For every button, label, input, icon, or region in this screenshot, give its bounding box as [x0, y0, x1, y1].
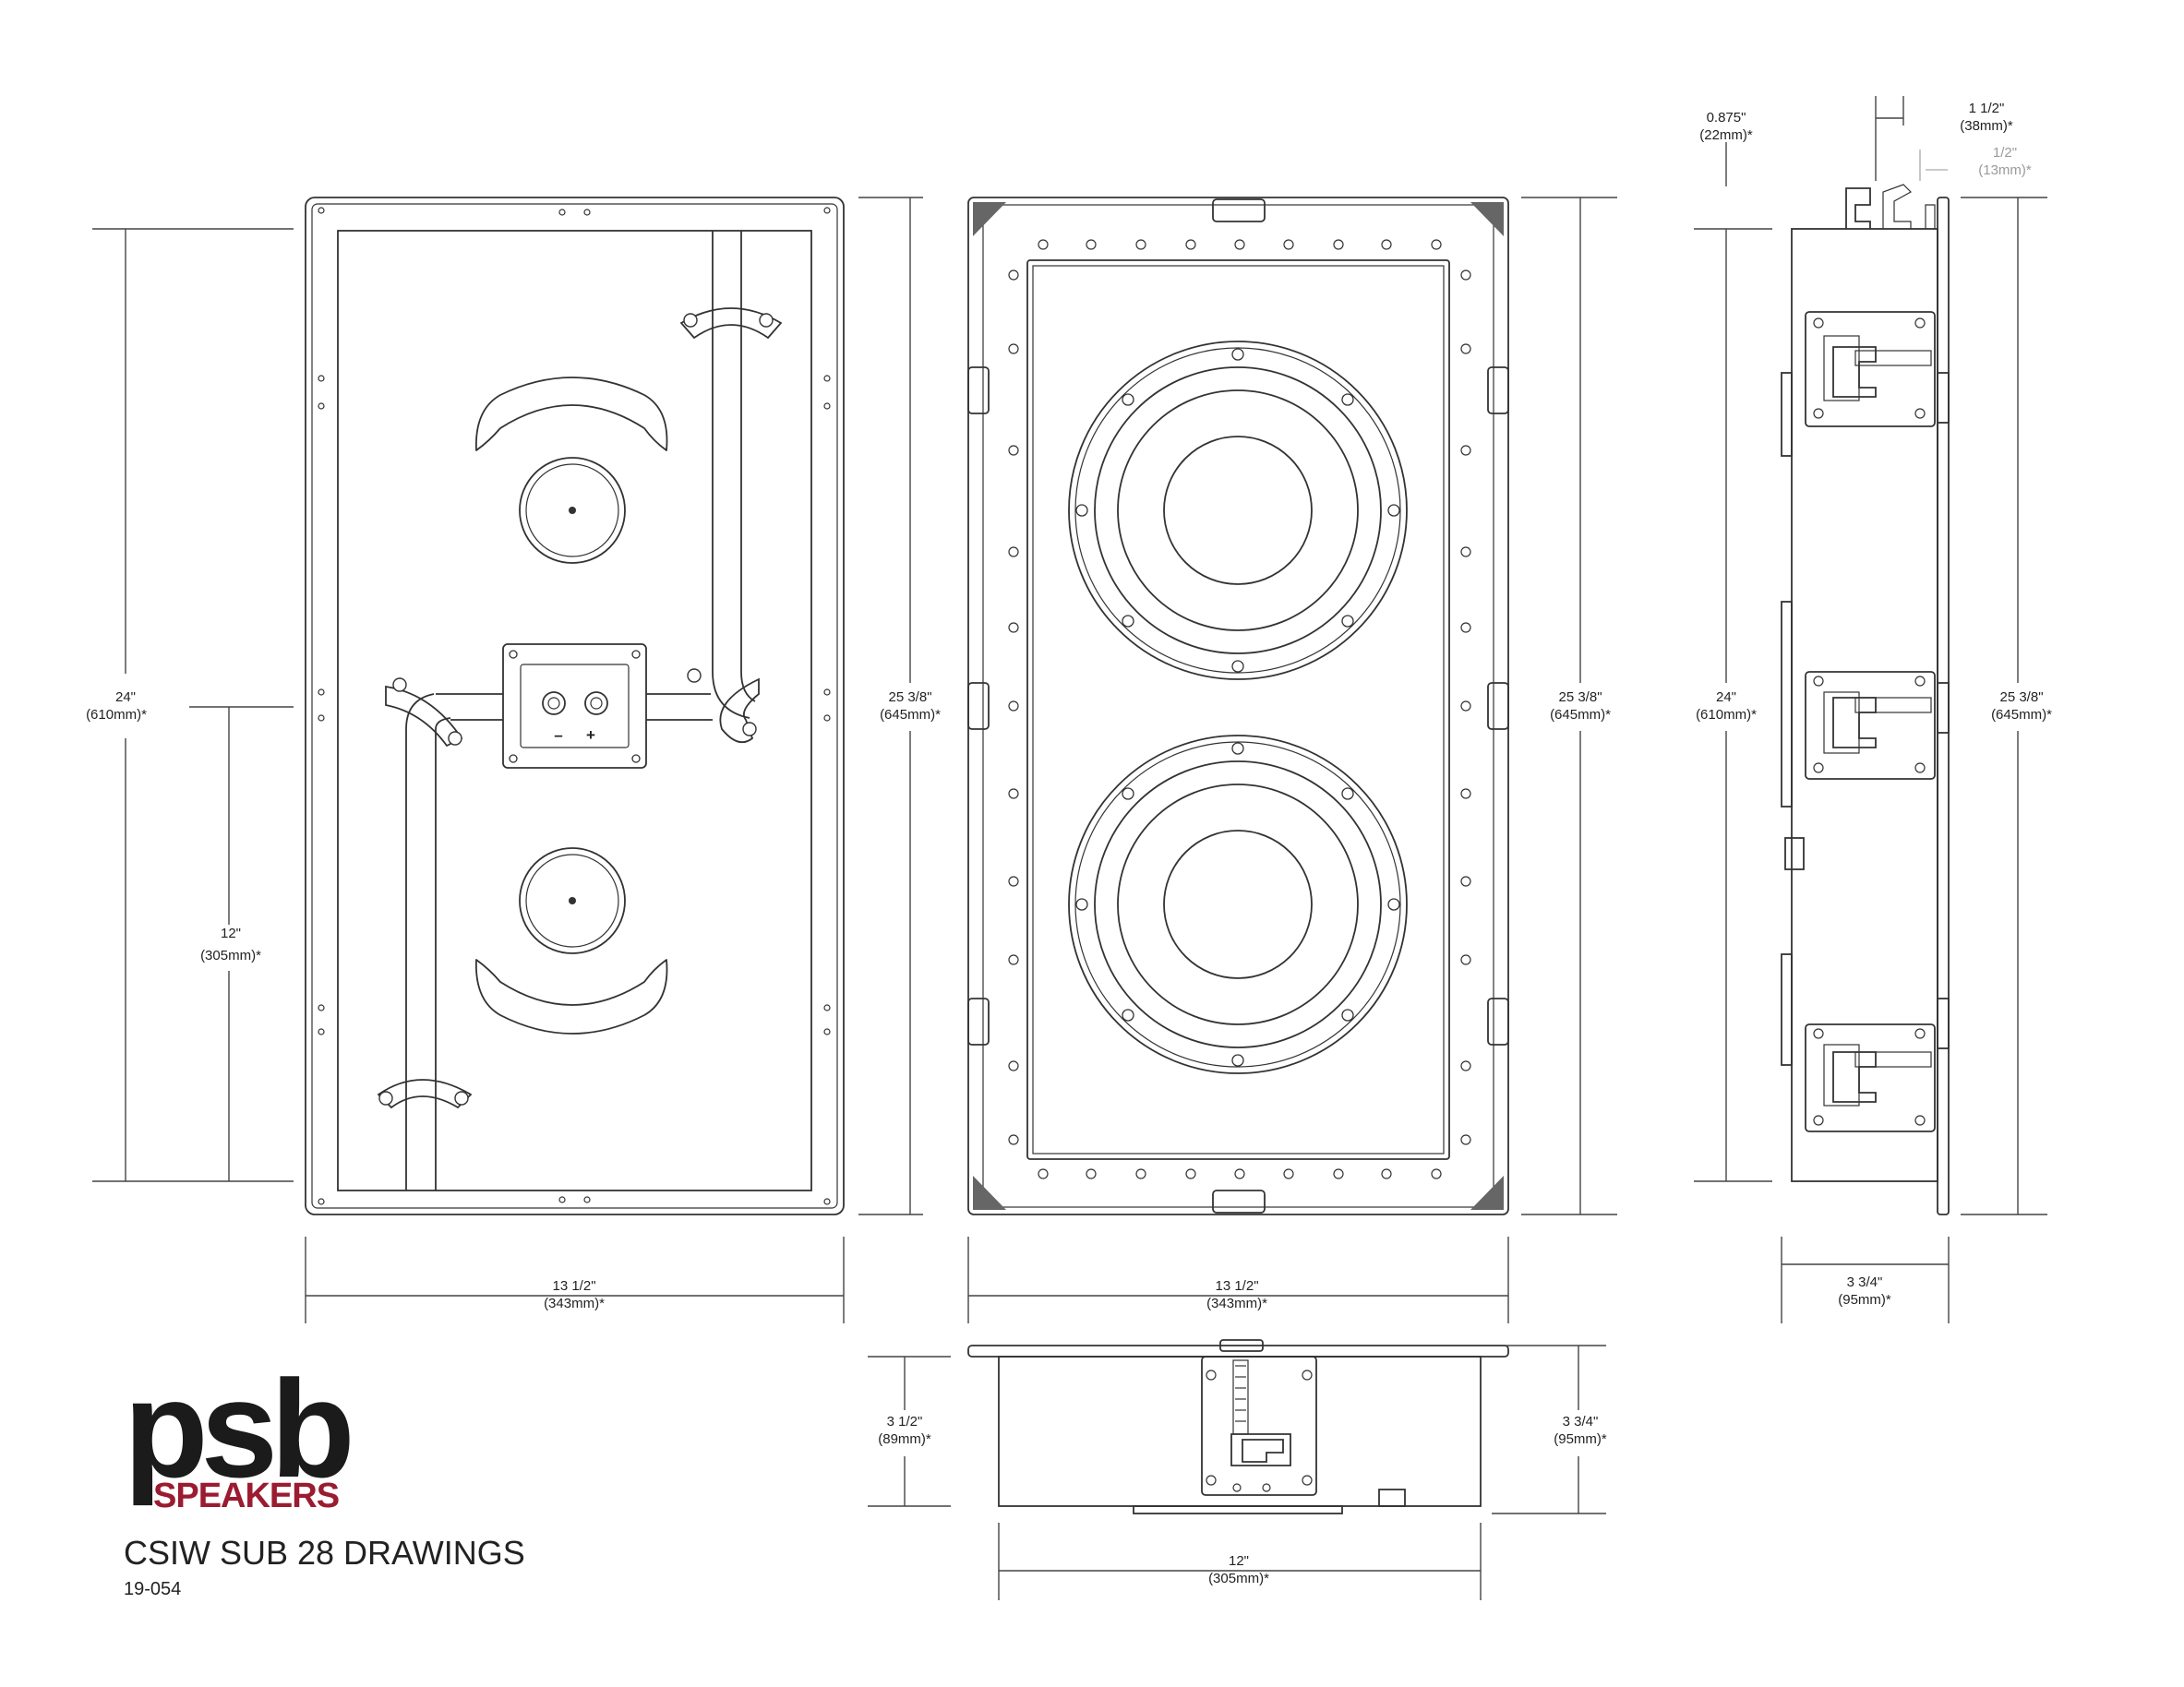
front-view — [967, 197, 1509, 1215]
front-height-left-inch: 25 3/8" — [888, 689, 931, 705]
front-view-dimensions — [858, 197, 1617, 1323]
psb-logo-word: psb — [124, 1351, 350, 1506]
drawing-title: CSIW SUB 28 DRAWINGS — [124, 1534, 525, 1572]
side-top-right-inch: 1 1/2" — [1969, 101, 2005, 116]
rear-width-mm: (343mm)* — [544, 1296, 605, 1311]
rear-terminal-height-mm: (305mm)* — [200, 948, 261, 963]
side-top-right-gray-mm: (13mm)* — [1978, 162, 2032, 178]
side-bracket-upper — [1805, 311, 1936, 427]
side-top-left-mm: (22mm)* — [1699, 127, 1753, 143]
bottom-depth-right-mm: (95mm)* — [1554, 1431, 1607, 1447]
terminal-positive-label: + — [586, 726, 595, 744]
side-bracket-middle — [1805, 671, 1936, 780]
side-top-right-mm: (38mm)* — [1960, 118, 2013, 134]
front-width-inch: 13 1/2" — [1215, 1278, 1258, 1294]
front-height-right-inch: 25 3/8" — [1558, 689, 1602, 705]
side-top-right-gray-inch: 1/2" — [1993, 145, 2017, 161]
side-height-left-inch: 24" — [1716, 689, 1736, 705]
document-number: 19-054 — [124, 1579, 181, 1599]
side-height-right-mm: (645mm)* — [1991, 707, 2052, 723]
rear-width-inch: 13 1/2" — [552, 1278, 595, 1294]
rear-terminal-height-inch: 12" — [221, 926, 241, 941]
rear-height-inch: 24" — [115, 689, 136, 705]
front-height-left-mm: (645mm)* — [880, 707, 941, 723]
psb-logo-speakers: SPEAKERS — [153, 1477, 339, 1515]
side-depth-inch: 3 3/4" — [1847, 1274, 1883, 1290]
side-height-right-inch: 25 3/8" — [1999, 689, 2043, 705]
bottom-width-mm: (305mm)* — [1208, 1571, 1269, 1586]
rear-view: – + — [305, 197, 845, 1215]
side-height-left-mm: (610mm)* — [1696, 707, 1757, 723]
side-top-left-inch: 0.875" — [1707, 110, 1746, 126]
bottom-depth-right-inch: 3 3/4" — [1563, 1414, 1599, 1430]
bottom-view — [967, 1339, 1509, 1514]
front-width-mm: (343mm)* — [1206, 1296, 1267, 1311]
bottom-view-dimensions — [868, 1345, 1606, 1600]
side-view-dimensions — [1694, 96, 2047, 1323]
bottom-depth-left-inch: 3 1/2" — [887, 1414, 923, 1430]
side-bracket-lower — [1805, 1023, 1936, 1132]
bottom-width-inch: 12" — [1229, 1553, 1249, 1569]
side-view — [1781, 184, 1950, 1215]
front-height-right-mm: (645mm)* — [1550, 707, 1611, 723]
rear-height-mm: (610mm)* — [86, 707, 147, 723]
bottom-depth-left-mm: (89mm)* — [878, 1431, 931, 1447]
side-depth-mm: (95mm)* — [1838, 1292, 1891, 1308]
terminal-negative-label: – — [554, 726, 562, 744]
rear-view-dimensions — [92, 228, 845, 1323]
